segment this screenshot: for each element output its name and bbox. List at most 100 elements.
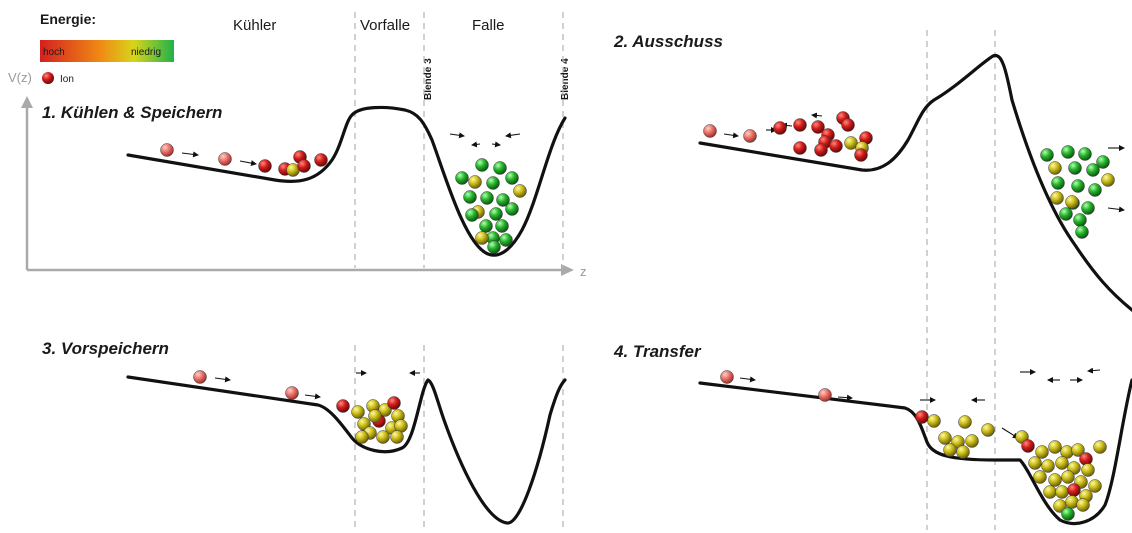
potential-curve-2 [698,53,1132,312]
ion [1043,485,1057,499]
ion [1075,225,1089,239]
ion [351,405,365,419]
ion [1035,445,1049,459]
ion [1021,439,1035,453]
ion [1061,507,1075,521]
legend-ion-icon [42,72,54,84]
motion-arrow [471,141,481,148]
legend-ion-label: Ion [60,74,74,85]
ion [218,152,232,166]
ion [938,431,952,445]
motion-arrow [1087,367,1101,374]
ion [743,129,757,143]
ion [818,388,832,402]
legend-title: Energie: [40,11,96,27]
ion [486,176,500,190]
ion [475,158,489,172]
x-axis-arrowhead [561,264,574,276]
region-dividers [354,12,996,530]
motion-arrow [837,394,853,401]
ion [854,148,868,162]
ion [1048,161,1062,175]
ion [160,143,174,157]
ion [193,370,207,384]
ion [1078,147,1092,161]
ion [499,233,513,247]
ion [981,423,995,437]
ion [1071,443,1085,457]
motion-arrow [491,141,501,148]
ion [1051,176,1065,190]
region-label-pretrap: Vorfalle [360,17,410,34]
ion [495,219,509,233]
panel-4-title: 4. Transfer [613,342,702,361]
energy-gradient-bar [40,40,174,62]
ion [1101,173,1115,187]
motion-arrow [181,151,199,158]
ion [314,153,328,167]
motion-arrow [214,376,231,383]
ion [811,120,825,134]
aperture-label-blende4: Blende 4 [560,58,571,100]
ion [480,191,494,205]
ion [956,445,970,459]
ion [505,202,519,216]
ion [489,207,503,221]
ion [378,403,392,417]
ion [493,161,507,175]
ion [468,175,482,189]
motion-arrow [739,376,756,383]
panel-3-title: 3. Vorspeichern [42,339,169,358]
motion-arrow [449,132,465,139]
ion [297,159,311,173]
legend-high-label: hoch [43,47,65,58]
ion [703,124,717,138]
aperture-label-blende3: Blende 3 [423,58,434,100]
ion [793,141,807,155]
ion [958,415,972,429]
ion [814,143,828,157]
ion [1081,201,1095,215]
ion [336,399,350,413]
ion [513,184,527,198]
panel-1-title: 1. Kühlen & Speichern [42,103,222,122]
ions [160,111,1115,521]
potential-curve-1 [126,105,567,257]
ion [1071,179,1085,193]
motion-arrow [723,132,739,139]
y-axis-arrowhead [21,96,33,108]
legend-low-label: niedrig [131,47,161,58]
ion [355,430,369,444]
ion [463,190,477,204]
ion [927,414,941,428]
ion [829,139,843,153]
ion [1065,195,1079,209]
ion [793,118,807,132]
ion [943,443,957,457]
ion [1088,479,1102,493]
ion [1088,183,1102,197]
ion [368,409,382,423]
panel-2-title: 2. Ausschuss [613,32,723,51]
ion [1079,452,1093,466]
ion [1055,456,1069,470]
ion [1028,456,1042,470]
ion [1048,440,1062,454]
ion [1048,473,1062,487]
ion [1061,145,1075,159]
motion-arrow [1107,206,1125,213]
ion [258,159,272,173]
motion-arrow [239,160,257,167]
ion [1033,470,1047,484]
y-axis-label: V(z) [8,70,32,85]
ion [390,430,404,444]
ion [455,171,469,185]
ion [773,121,787,135]
motion-arrow [811,112,823,119]
ion [1068,161,1082,175]
ion [505,171,519,185]
ion [496,193,510,207]
ion [1081,463,1095,477]
x-axis-label: z [580,264,587,279]
